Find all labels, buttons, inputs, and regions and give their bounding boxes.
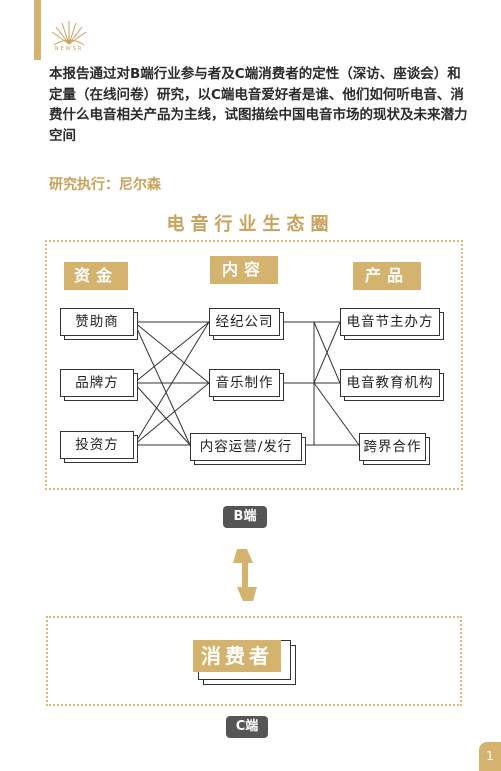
logo-text: NEWSR bbox=[54, 46, 84, 52]
node-content-operation: 内容运营/发行 bbox=[190, 433, 302, 461]
research-executor: 研究执行：尼尔森 bbox=[49, 177, 161, 193]
node-sponsor: 赞助商 bbox=[60, 308, 134, 336]
node-music-production: 音乐制作 bbox=[209, 369, 280, 397]
intro-paragraph: 本报告通过对B端行业参与者及C端消费者的定性（深访、座谈会）和定量（在线问卷）研… bbox=[49, 66, 468, 144]
zigzag-arrow-icon bbox=[233, 549, 257, 601]
diagram-title: 电音行业生态圈 bbox=[166, 214, 335, 235]
sunburst-logo-icon bbox=[51, 21, 87, 46]
node-festival-organizer: 电音节主办方 bbox=[340, 308, 440, 336]
b-side-badge: B端 bbox=[223, 506, 267, 528]
accent-bar bbox=[34, 0, 41, 60]
b-side-box bbox=[45, 240, 463, 490]
page-number: 1 bbox=[479, 742, 501, 771]
category-product: 产品 bbox=[353, 262, 421, 290]
node-brand: 品牌方 bbox=[60, 369, 134, 397]
node-education: 电音教育机构 bbox=[340, 369, 440, 397]
c-side-box bbox=[46, 616, 462, 706]
category-content: 内容 bbox=[210, 256, 278, 284]
node-agency: 经纪公司 bbox=[209, 308, 280, 336]
consumer-label: 消费者 bbox=[193, 640, 281, 672]
node-crossover: 跨界合作 bbox=[359, 433, 426, 461]
category-funding: 资金 bbox=[64, 262, 128, 290]
node-investor: 投资方 bbox=[60, 431, 134, 459]
c-side-badge: C端 bbox=[226, 716, 268, 738]
